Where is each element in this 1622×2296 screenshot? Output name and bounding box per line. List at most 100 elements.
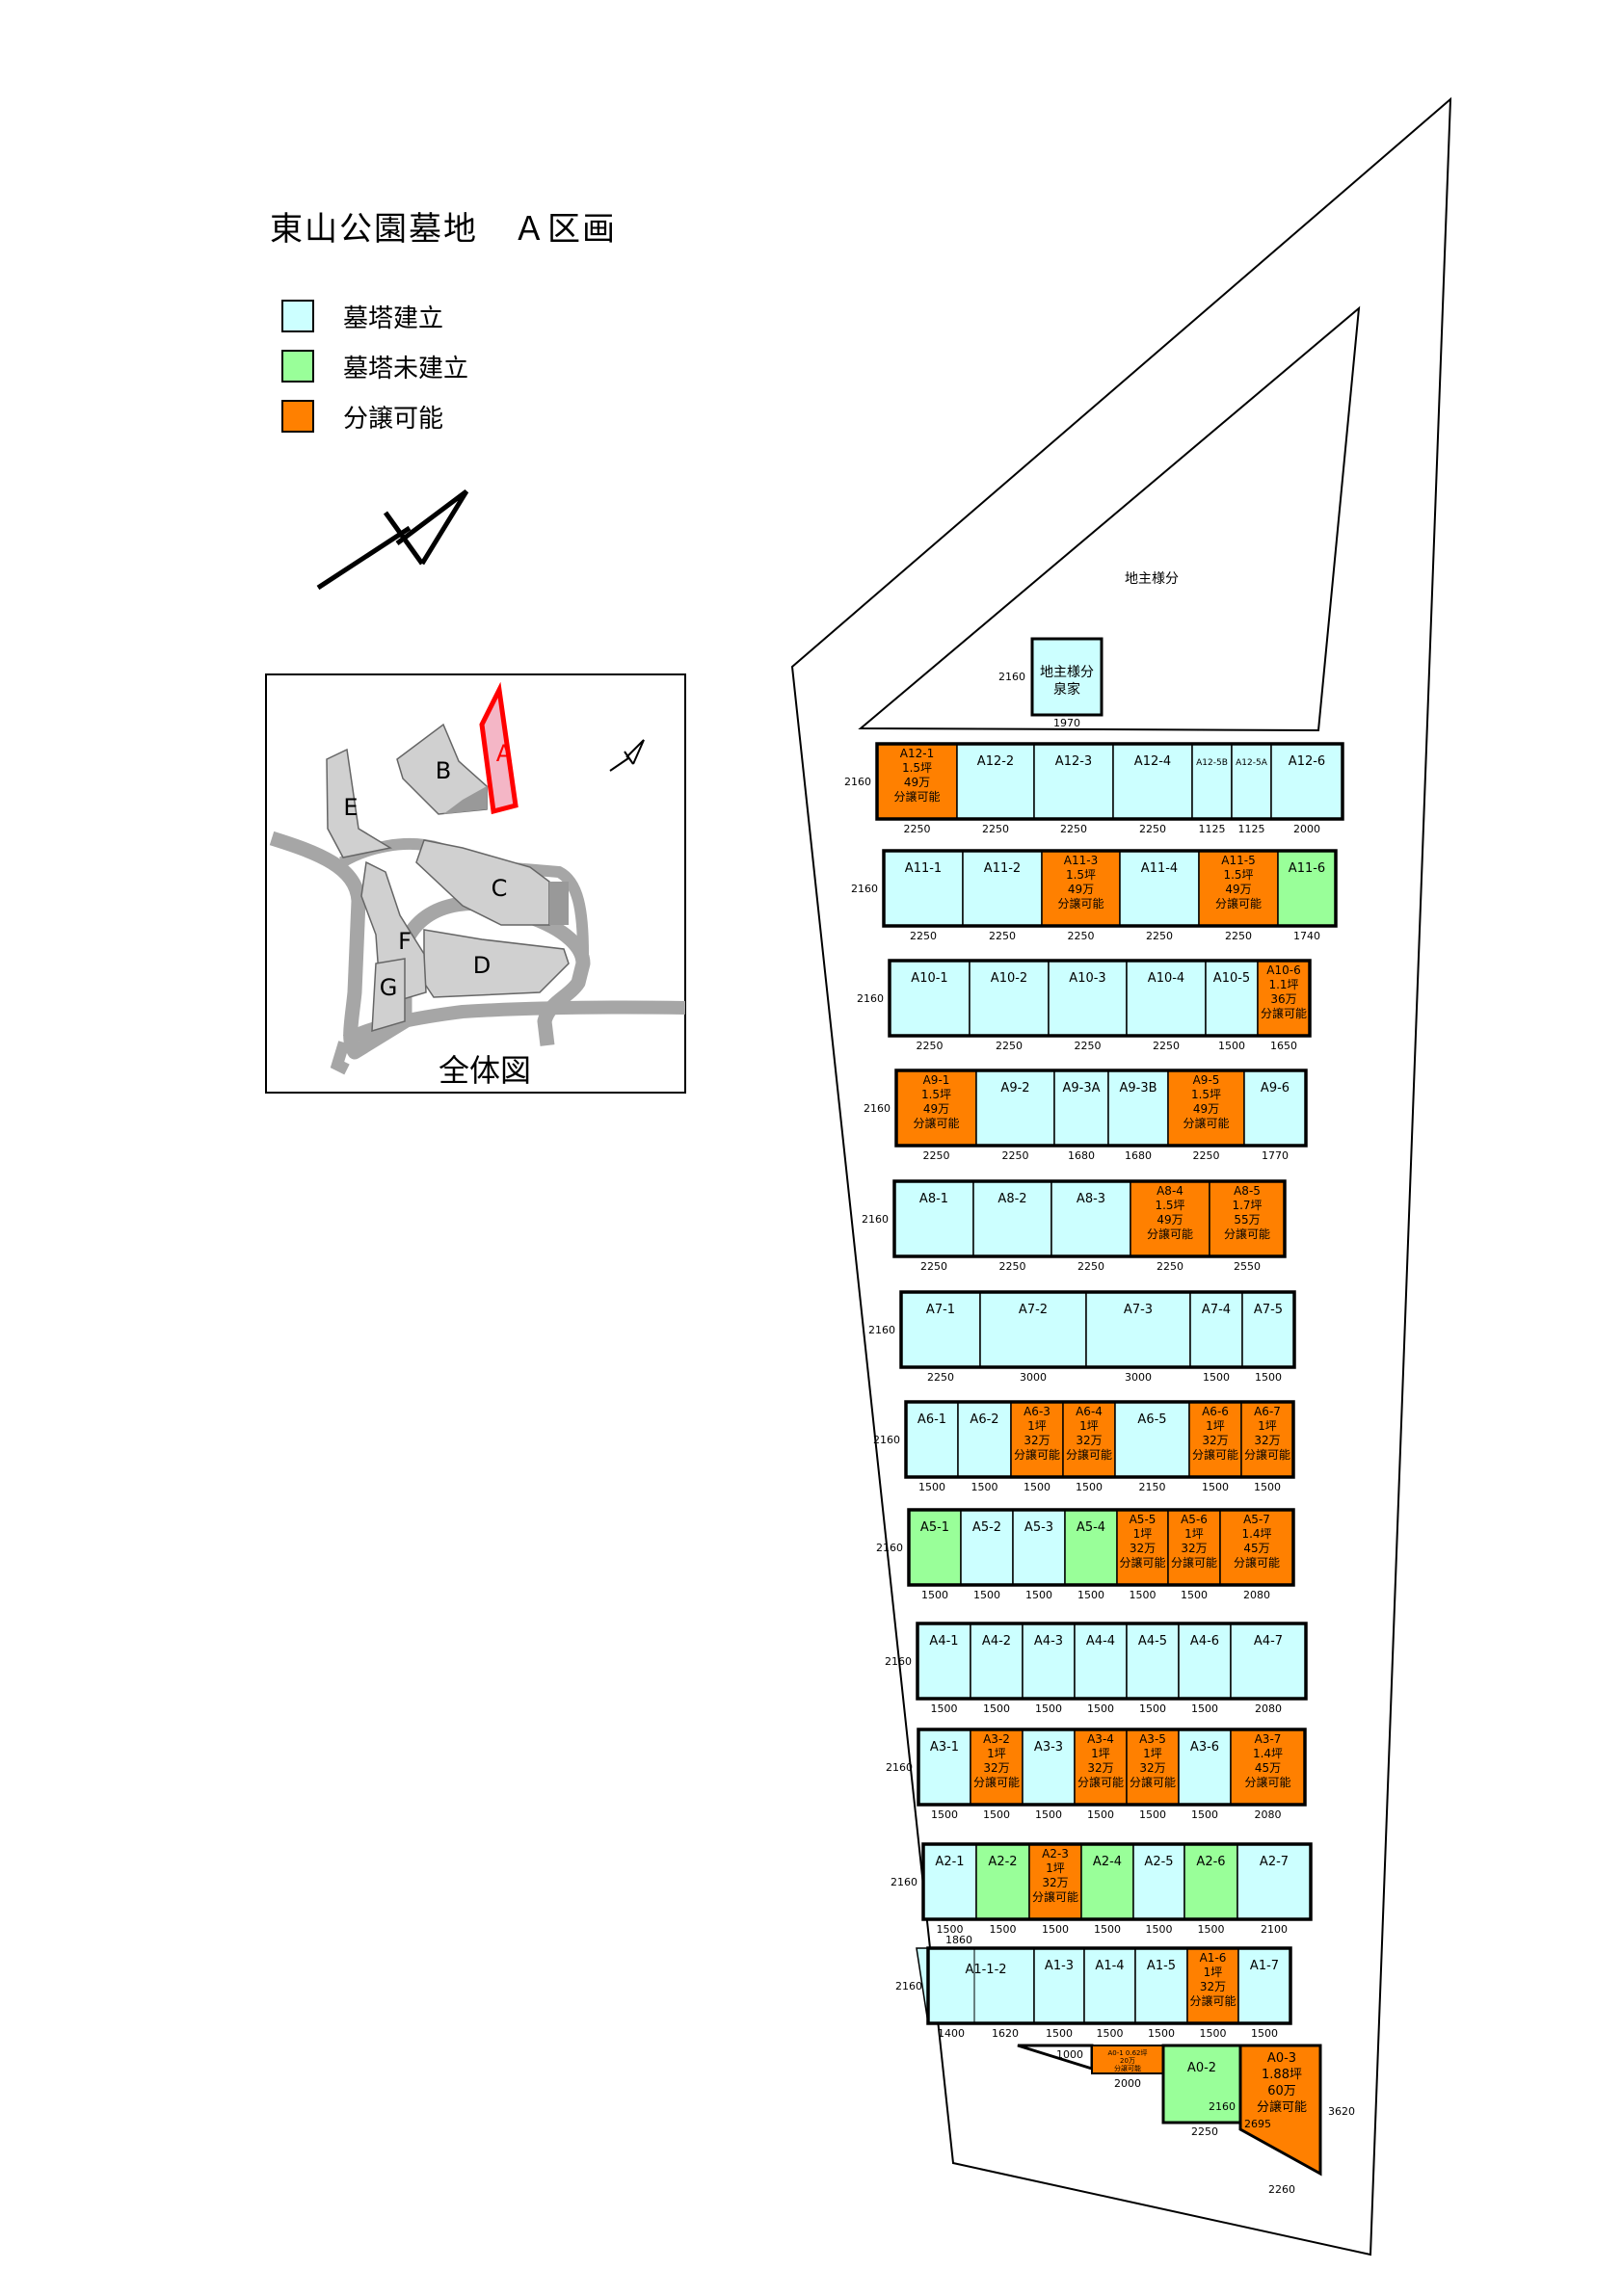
plot-id: A1-3 [1045, 1959, 1074, 1973]
row-depth-label: 2160 [868, 1324, 895, 1336]
legend-item-sale: 分譲可能 [281, 391, 468, 441]
plot-id: A9-3A [1062, 1081, 1100, 1095]
overview-section-label: A [496, 740, 513, 767]
plot-detail: 1.5坪 [921, 1088, 951, 1101]
plot-width-label: 1500 [1042, 1923, 1069, 1936]
plot-detail: 1.5坪 [1223, 868, 1253, 882]
plot-width-label: 2250 [1075, 1040, 1102, 1052]
plot-id: A3-3 [1034, 1740, 1063, 1755]
plot-id: A4-6 [1190, 1634, 1219, 1649]
plot-id: A6-5 [1137, 1412, 1166, 1427]
plot-detail: 分譲可能 [1171, 1555, 1217, 1570]
plot-id: A12-4 [1134, 754, 1171, 769]
plot-detail: 1坪 [1143, 1747, 1162, 1760]
plot-id: A6-7 [1254, 1405, 1281, 1418]
plot-width-label: 1500 [1146, 1923, 1173, 1936]
plot-width-label: 1500 [1130, 1589, 1157, 1601]
plot-width-label: 3000 [1125, 1371, 1152, 1384]
plot-detail: 32万 [1181, 1542, 1207, 1555]
row-depth-label: 2160 [864, 1102, 891, 1115]
